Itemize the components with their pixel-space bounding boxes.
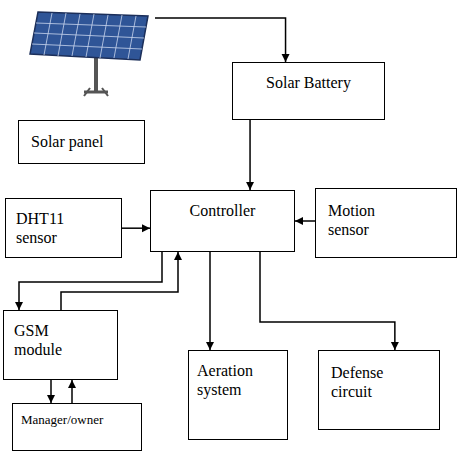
battery-box: Solar Battery — [232, 62, 385, 120]
panel-surface — [30, 12, 148, 60]
node-label: Defense circuit — [331, 363, 421, 401]
connector-arrow — [122, 227, 150, 229]
sensor-box: DHT11 sensor — [5, 198, 122, 258]
connector-arrow — [50, 380, 52, 403]
connector-arrow — [249, 120, 251, 190]
connector-arrow — [295, 220, 315, 222]
solar-panel-picture — [30, 12, 148, 96]
connector-arrow — [71, 380, 73, 403]
solar-panel-node: Solar panel — [10, 5, 155, 165]
panel-stand — [84, 88, 90, 96]
connector-arrow — [209, 252, 211, 350]
connector-arrow — [155, 18, 286, 62]
node-label: Solar Battery — [241, 73, 376, 92]
panel-stand — [102, 88, 108, 96]
node-label: GSM module — [14, 321, 84, 359]
gsm-box: GSM module — [3, 310, 118, 380]
node-label: DHT11 sensor — [16, 209, 86, 247]
controller-box: Controller — [150, 190, 295, 252]
connector-arrow — [260, 252, 395, 350]
node-label: Solar panel — [18, 120, 145, 164]
defense-box: Defense circuit — [318, 350, 440, 430]
connector-arrow — [61, 252, 178, 310]
aeration-box: Aeration system — [188, 350, 288, 440]
node-label: Manager/owner — [21, 412, 133, 428]
node-label: Aeration system — [197, 361, 272, 399]
sensor-box: Motion sensor — [315, 188, 457, 258]
owner-box: Manager/owner — [12, 403, 142, 451]
connector-arrow — [19, 252, 162, 310]
node-label: Motion sensor — [328, 201, 398, 239]
node-label: Controller — [159, 201, 286, 220]
panel-grid — [32, 13, 146, 59]
